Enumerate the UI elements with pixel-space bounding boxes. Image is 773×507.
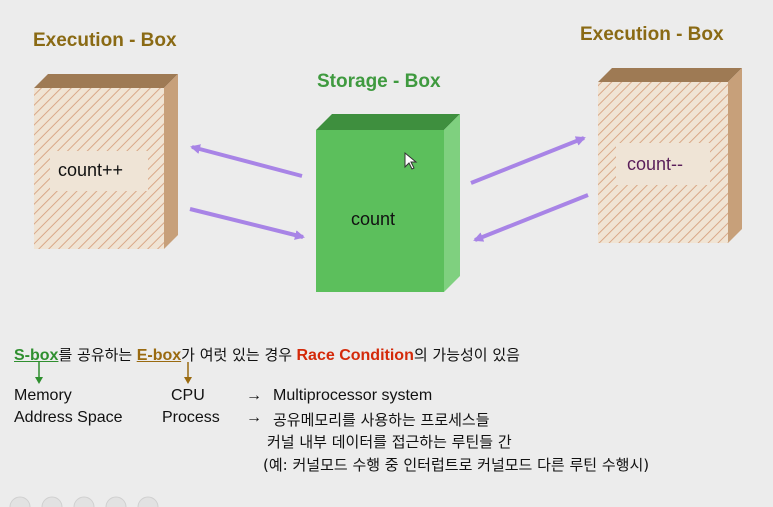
race-condition-sentence: S-box를 공유하는 E-box가 여럿 있는 경우 Race Conditi… <box>14 344 520 365</box>
storage-box <box>316 114 460 292</box>
ebox-down-arrow <box>184 362 192 384</box>
sentence-part-2: 가 여럿 있는 경우 <box>181 346 293 364</box>
left-label-background <box>50 151 148 191</box>
toolbar-button-2[interactable] <box>41 496 63 507</box>
arrow-glyph-2: → <box>246 409 262 426</box>
toolbar-button-1[interactable] <box>9 496 31 507</box>
cursor-icon <box>404 151 418 170</box>
toolbar-button-4[interactable] <box>105 496 127 507</box>
arrow-storage-to-left <box>190 144 303 178</box>
right-label-background <box>616 143 710 185</box>
kernel-routines-text: 커널 내부 데이터를 접근하는 루틴들 간 <box>267 433 512 451</box>
left-execution-title: Execution - Box <box>33 30 177 51</box>
toolbar-button-3[interactable] <box>73 496 95 507</box>
toolbar-button-5[interactable] <box>137 496 159 507</box>
process-label: Process <box>162 409 220 426</box>
sentence-part-1: 를 공유하는 <box>58 346 133 364</box>
arrow-storage-to-right <box>470 136 586 185</box>
left-box-label: count++ <box>58 160 124 180</box>
memory-label: Memory <box>14 387 72 404</box>
sbox-down-arrow <box>35 362 43 384</box>
storage-title: Storage - Box <box>317 71 441 92</box>
arrow-right-to-storage <box>473 193 589 242</box>
bottom-toolbar <box>9 496 159 507</box>
right-execution-title: Execution - Box <box>580 24 724 45</box>
address-space-label: Address Space <box>14 409 123 426</box>
right-box-label: count-- <box>627 154 684 174</box>
ebox-term: E-box <box>136 347 182 364</box>
race-condition-term: Race Condition <box>296 347 414 364</box>
shared-memory-text: 공유메모리를 사용하는 프로세스들 <box>273 411 490 429</box>
example-text: (예: 커널모드 수행 중 인터럽트로 커널모드 다른 루틴 수행시) <box>263 456 650 474</box>
storage-box-label: count <box>351 209 396 229</box>
sentence-part-3: 의 가능성이 있음 <box>413 346 520 364</box>
multiprocessor-text: Multiprocessor system <box>273 387 433 404</box>
sbox-term: S-box <box>14 347 59 364</box>
arrow-left-to-storage <box>189 207 305 240</box>
cpu-label: CPU <box>171 387 205 404</box>
arrow-glyph-1: → <box>246 387 262 404</box>
